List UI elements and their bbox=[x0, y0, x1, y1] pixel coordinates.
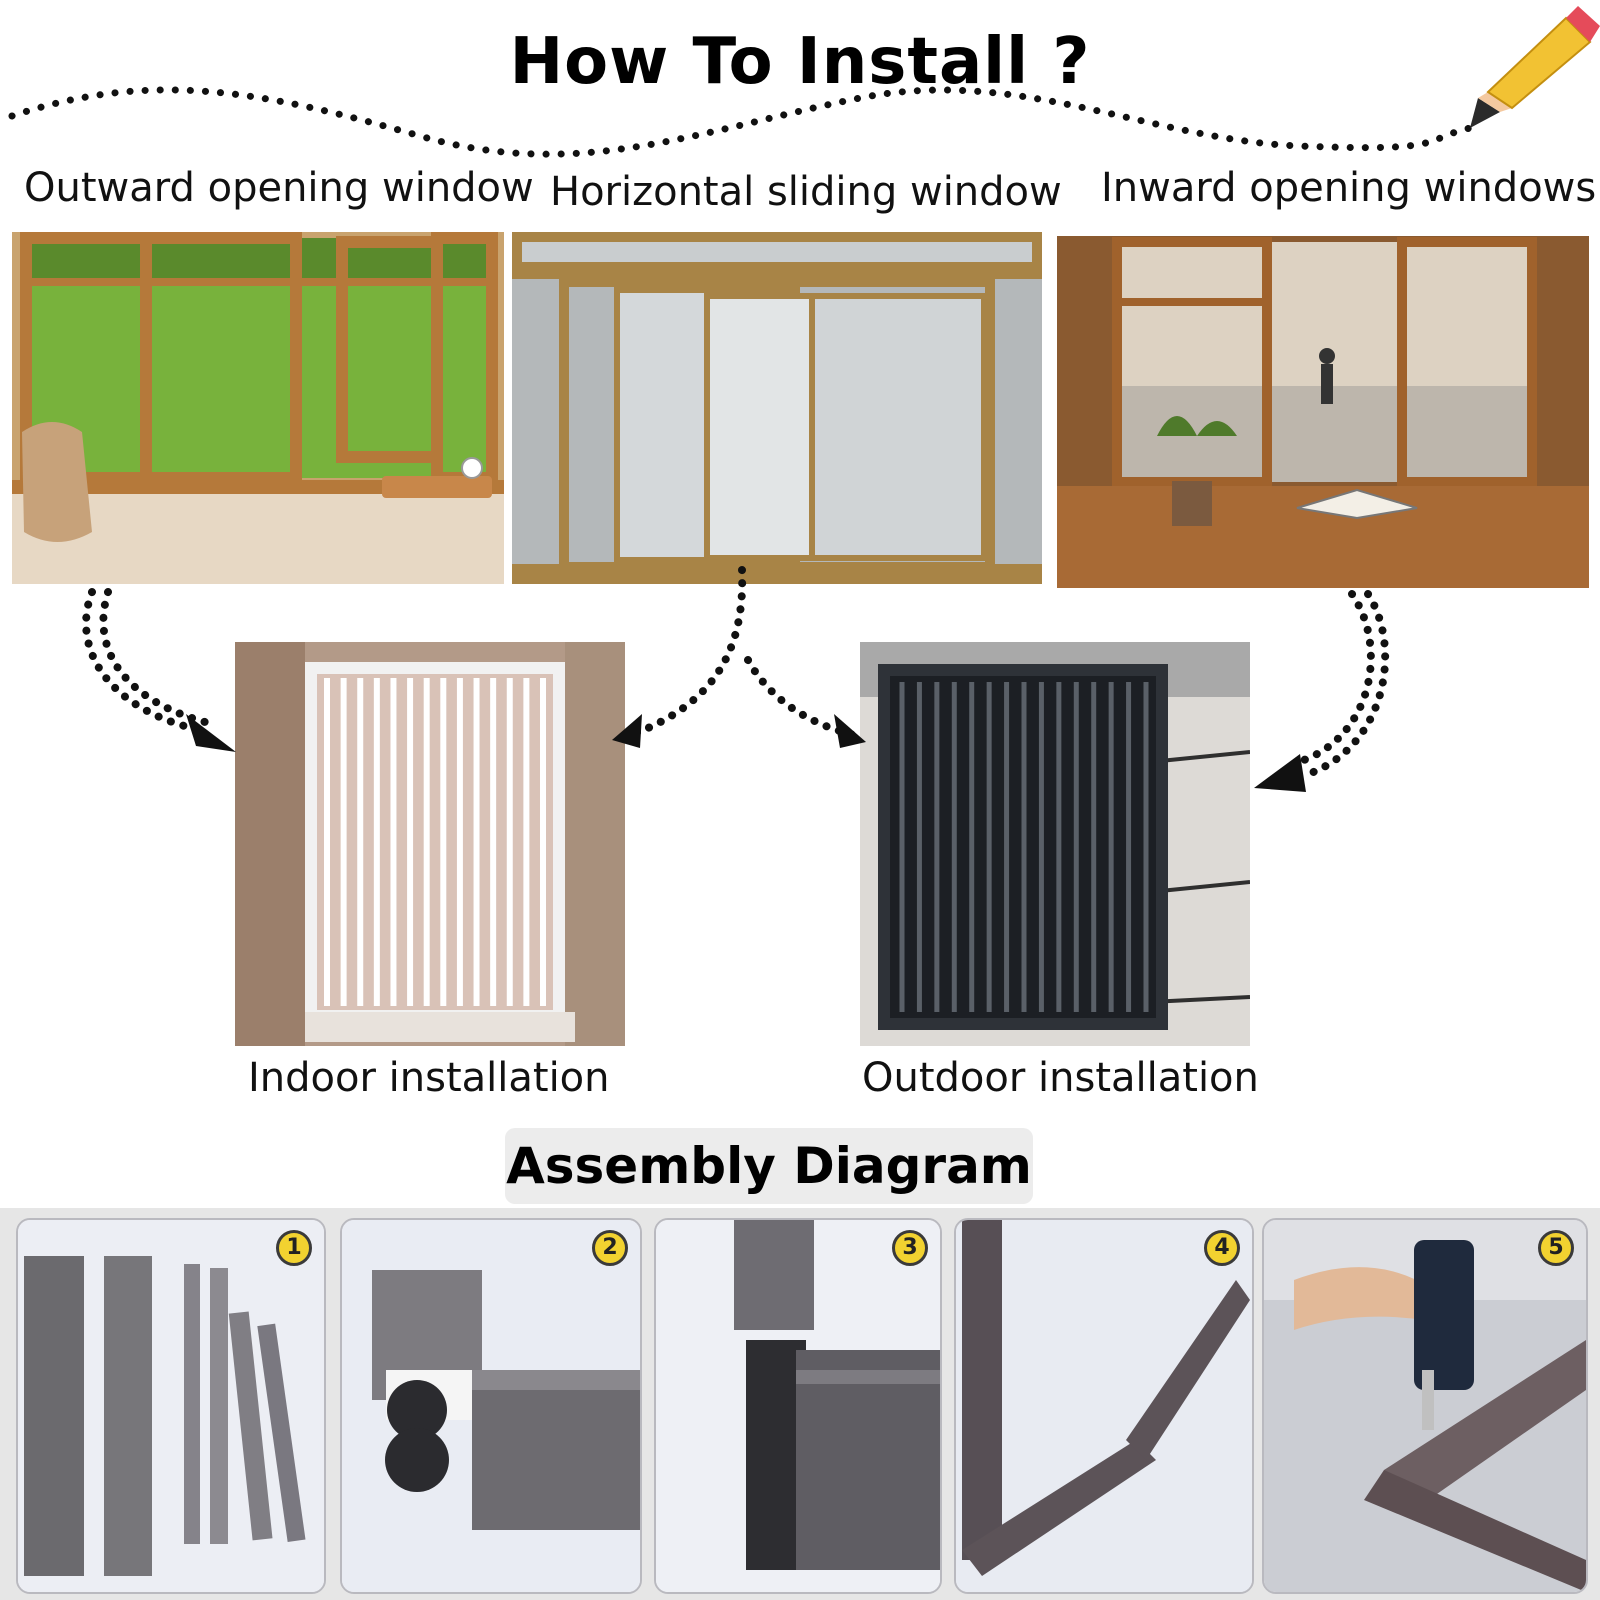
assembly-diagram-title: Assembly Diagram bbox=[505, 1128, 1033, 1204]
assembly-step-4: 4 bbox=[954, 1218, 1254, 1594]
page-title: How To Install ? bbox=[509, 25, 1091, 99]
step-number-badge: 3 bbox=[892, 1230, 928, 1266]
caption-outdoor-installation: Outdoor installation bbox=[862, 1055, 1259, 1101]
assembly-step-2: 2 bbox=[340, 1218, 642, 1594]
photo-sliding-window bbox=[512, 232, 1042, 584]
caption-indoor-installation: Indoor installation bbox=[248, 1055, 610, 1101]
photo-outdoor-installation bbox=[860, 642, 1250, 1046]
caption-outward-window: Outward opening window bbox=[24, 165, 534, 211]
caption-inward-window: Inward opening windows bbox=[1101, 165, 1597, 211]
step-number-badge: 5 bbox=[1538, 1230, 1574, 1266]
caption-sliding-window: Horizontal sliding window bbox=[550, 169, 1062, 215]
photo-indoor-installation bbox=[235, 642, 625, 1046]
step-number-badge: 2 bbox=[592, 1230, 628, 1266]
assembly-step-3: 3 bbox=[654, 1218, 942, 1594]
assembly-step-1: 1 bbox=[16, 1218, 326, 1594]
photo-inward-window bbox=[1057, 236, 1589, 588]
step-number-badge: 4 bbox=[1204, 1230, 1240, 1266]
assembly-step-5: 5 bbox=[1262, 1218, 1588, 1594]
photo-outward-window bbox=[12, 232, 504, 584]
step-number-badge: 1 bbox=[276, 1230, 312, 1266]
